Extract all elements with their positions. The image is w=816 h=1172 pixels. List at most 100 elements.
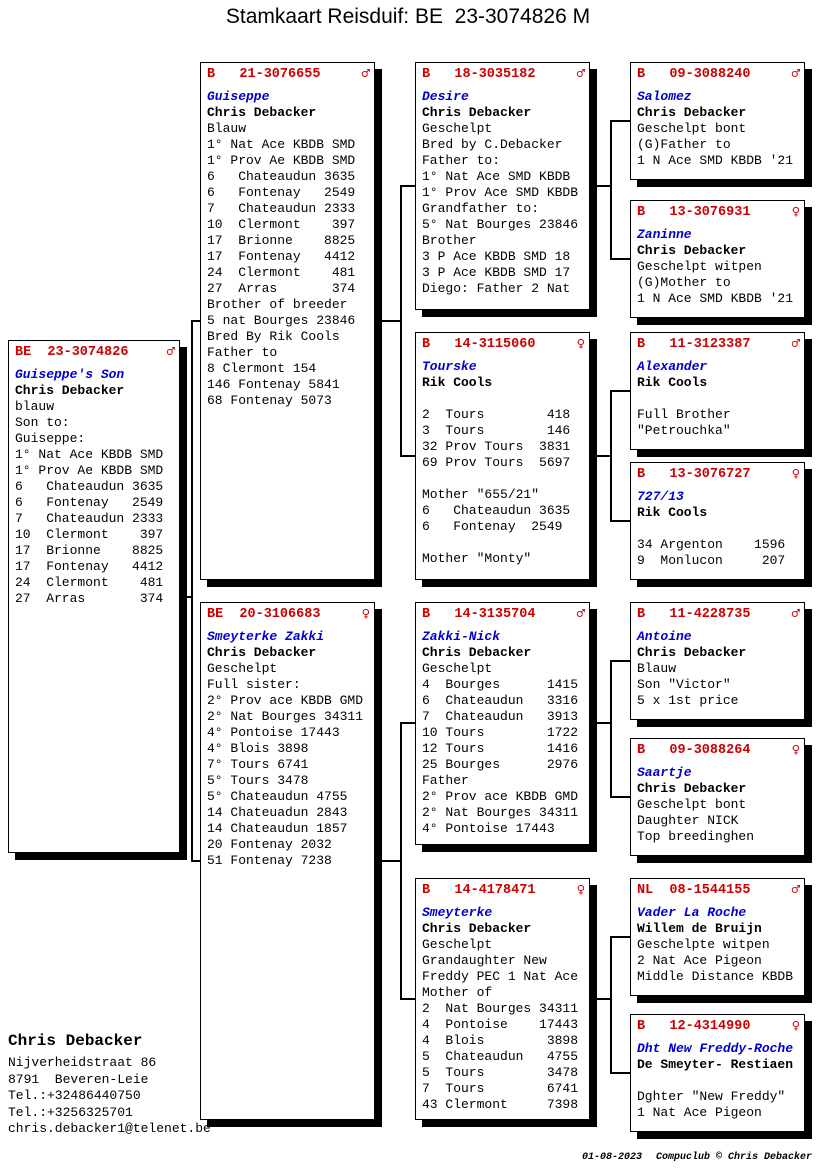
connector-line (610, 660, 612, 798)
box-header: B 14-4178471 ♀ (422, 883, 585, 899)
pigeon-name: Vader La Roche (637, 905, 747, 920)
female-icon: ♀ (361, 606, 370, 622)
pigeon-name: Smeyterke Zakki (207, 629, 325, 644)
footer-note: 01-08-2023 Compuclub © Chris Debacker (512, 1141, 812, 1172)
connector-line (591, 455, 612, 457)
male-icon: ♂ (791, 606, 800, 622)
ring-number: BE 23-3074826 (15, 345, 129, 360)
male-icon: ♂ (791, 882, 800, 898)
pedigree-box-greatgrandparent: B 09-3088240 ♂ Salomez Chris Debacker Ge… (630, 62, 805, 180)
breeder-name: Chris Debacker (207, 645, 317, 660)
connector-line (610, 390, 612, 522)
print-date: 01-08-2023 (581, 1152, 642, 1163)
breeder-name: Chris Debacker (637, 105, 747, 120)
pedigree-box-greatgrandparent: B 13-3076727 ♀ 727/13 Rik Cools 34 Argen… (630, 462, 805, 580)
owner-contact: Chris Debacker Nijverheidstraat 86 8791 … (8, 1031, 211, 1138)
pigeon-name: 727/13 (637, 489, 684, 504)
connector-line (191, 320, 201, 322)
female-icon: ♀ (791, 204, 800, 220)
ring-number: B 09-3088264 (637, 743, 751, 758)
pigeon-name: Antoine (637, 629, 692, 644)
connector-line (610, 520, 631, 522)
connector-line (610, 1072, 631, 1074)
breeder-name: Chris Debacker (422, 105, 532, 120)
pedigree-notes: Geschelpt Grandaughter New Freddy PEC 1 … (422, 937, 579, 1112)
pigeon-name: Zakki-Nick (422, 629, 501, 644)
connector-line (610, 120, 631, 122)
connector-line (400, 185, 416, 187)
pigeon-name: Smeyterke (422, 905, 493, 920)
box-header: B 14-3115060 ♀ (422, 337, 585, 353)
ring-number: B 14-4178471 (422, 883, 536, 898)
pedigree-box-grandparent: B 14-4178471 ♀ Smeyterke Chris Debacker … (415, 878, 590, 1120)
female-icon: ♀ (791, 1018, 800, 1034)
pedigree-notes: Geschelpt bont Daughter NICK Top breedin… (637, 797, 755, 844)
pedigree-notes: Geschelpt Bred by C.Debacker Father to: … (422, 121, 579, 296)
connector-line (610, 936, 631, 938)
connector-line (376, 320, 402, 322)
pigeon-name: Zaninne (637, 227, 692, 242)
ring-number: B 13-3076727 (637, 467, 751, 482)
pedigree-box-greatgrandparent: B 12-4314990 ♀ Dht New Freddy-Roche De S… (630, 1014, 805, 1132)
female-icon: ♀ (576, 336, 585, 352)
female-icon: ♀ (791, 466, 800, 482)
female-icon: ♀ (576, 882, 585, 898)
box-header: B 13-3076727 ♀ (637, 467, 800, 483)
connector-line (400, 998, 416, 1000)
box-header: B 12-4314990 ♀ (637, 1019, 800, 1035)
male-icon: ♂ (791, 66, 800, 82)
connector-line (400, 722, 416, 724)
connector-line (400, 185, 402, 457)
connector-line (610, 390, 631, 392)
pedigree-notes: Geschelpt witpen (G)Mother to 1 N Ace SM… (637, 259, 794, 306)
breeder-name: Chris Debacker (637, 645, 747, 660)
box-header: B 18-3035182 ♂ (422, 67, 585, 83)
box-header: B 09-3088240 ♂ (637, 67, 800, 83)
pedigree-notes: Geschelpt 4 Bourges 1415 6 Chateaudun 33… (422, 661, 579, 836)
breeder-name: Chris Debacker (637, 243, 747, 258)
breeder-name: Chris Debacker (15, 383, 125, 398)
breeder-name: Chris Debacker (422, 921, 532, 936)
pedigree-notes: Geschelpt bont (G)Father to 1 N Ace SMD … (637, 121, 794, 168)
pedigree-box-greatgrandparent: B 11-3123387 ♂ Alexander Rik Cools Full … (630, 332, 805, 450)
connector-line (591, 185, 612, 187)
breeder-name: De Smeyter- Restiaen (637, 1057, 794, 1072)
connector-line (400, 722, 402, 1000)
connector-line (591, 998, 612, 1000)
ring-number: B 18-3035182 (422, 67, 536, 82)
breeder-name: Rik Cools (422, 375, 493, 390)
connector-line (610, 258, 631, 260)
pedigree-notes: Full Brother "Petrouchka" (637, 407, 731, 438)
breeder-name: Rik Cools (637, 375, 708, 390)
software-credit: Compuclub © Chris Debacker (655, 1152, 812, 1163)
breeder-name: Willem de Bruijn (637, 921, 762, 936)
pedigree-notes: blauw Son to: Guiseppe: 1° Nat Ace KBDB … (15, 399, 164, 606)
male-icon: ♂ (576, 606, 585, 622)
breeder-name: Rik Cools (637, 505, 708, 520)
box-header: BE 23-3074826 ♂ (15, 345, 175, 361)
connector-line (191, 860, 201, 862)
connector-line (191, 320, 193, 862)
box-header: B 13-3076931 ♀ (637, 205, 800, 221)
box-header: BE 20-3106683 ♀ (207, 607, 370, 623)
breeder-name: Chris Debacker (422, 645, 532, 660)
pedigree-box-greatgrandparent: B 09-3088264 ♀ Saartje Chris Debacker Ge… (630, 738, 805, 856)
pedigree-notes: Geschelpte witpen 2 Nat Ace Pigeon Middl… (637, 937, 794, 984)
box-header: B 14-3135704 ♂ (422, 607, 585, 623)
male-icon: ♂ (166, 344, 175, 360)
pedigree-box-mother: BE 20-3106683 ♀ Smeyterke Zakki Chris De… (200, 602, 375, 1120)
pigeon-name: Salomez (637, 89, 692, 104)
box-header: NL 08-1544155 ♂ (637, 883, 800, 899)
breeder-name: Chris Debacker (637, 781, 747, 796)
box-header: B 11-4228735 ♂ (637, 607, 800, 623)
ring-number: NL 08-1544155 (637, 883, 751, 898)
pedigree-notes: Dghter "New Freddy" 1 Nat Ace Pigeon (637, 1089, 786, 1120)
male-icon: ♂ (361, 66, 370, 82)
pedigree-box-greatgrandparent: B 11-4228735 ♂ Antoine Chris Debacker Bl… (630, 602, 805, 720)
connector-line (610, 936, 612, 1074)
pedigree-notes: 2 Tours 418 3 Tours 146 32 Prov Tours 38… (422, 407, 571, 566)
pedigree-notes: Geschelpt Full sister: 2° Prov ace KBDB … (207, 661, 364, 868)
pigeon-name: Tourske (422, 359, 477, 374)
female-icon: ♀ (791, 742, 800, 758)
